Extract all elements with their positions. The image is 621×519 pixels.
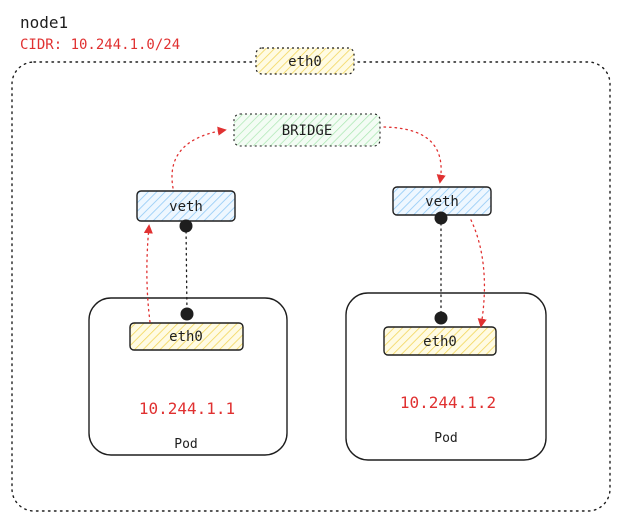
bridge-label: BRIDGE [282,123,333,139]
veth-right-box: veth [392,186,492,216]
pod-right-eth0-label: eth0 [423,334,457,350]
dot-right-eth0 [434,311,448,325]
arrow-bridge-to-veth [383,126,446,184]
pod-right-eth0-box [383,326,497,356]
arrow-veth-to-bridge [171,126,227,189]
pod-left-ip: 10.244.1.1 [139,399,235,418]
veth-right-label: veth [425,194,459,210]
pod-left-label: Pod [174,437,197,452]
node-eth0-interface: eth0 [255,47,355,75]
node-title: node1 [20,13,68,32]
pod-right-label: Pod [434,431,457,446]
pod-right: eth0 10.244.1.2 Pod [345,292,547,461]
pod-left-eth0-label: eth0 [169,329,203,345]
arrow-veth-to-pod-right [470,219,487,328]
pod-left-eth0-box [129,322,244,351]
node-eth0-label: eth0 [288,54,322,70]
pod-right-ip: 10.244.1.2 [400,393,496,412]
dot-left-eth0 [180,307,194,321]
dot-right-veth [434,211,448,225]
link-left-veth-to-eth0 [185,225,188,315]
pod-left: eth0 10.244.1.1 Pod [88,297,288,456]
dot-left-veth [179,219,193,233]
node-cidr: CIDR: 10.244.1.0/24 [20,37,180,53]
bridge-box: BRIDGE [233,113,381,147]
veth-left-box: veth [136,190,236,222]
veth-left-label: veth [169,199,203,215]
